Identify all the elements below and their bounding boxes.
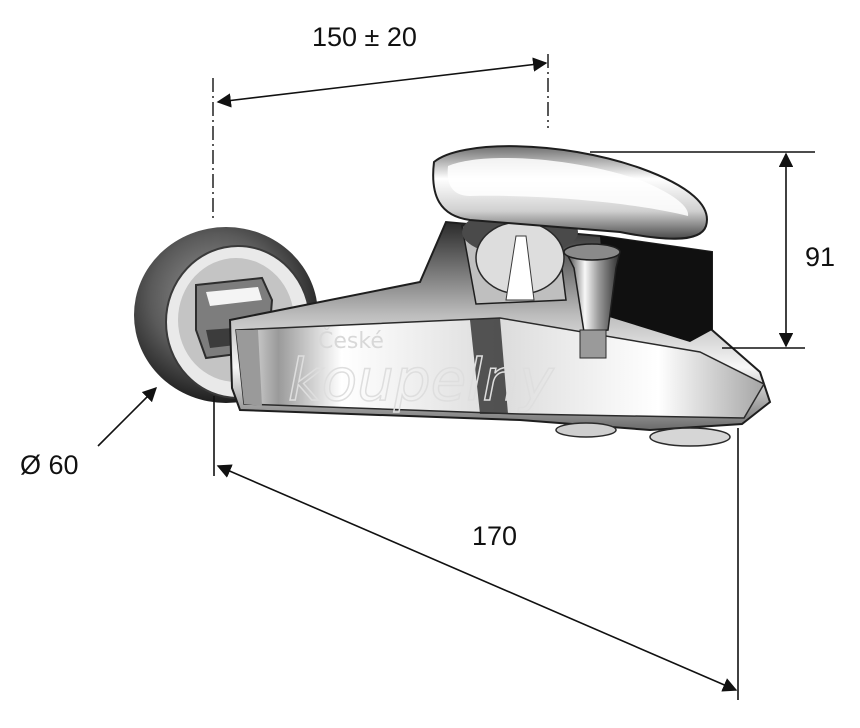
spout-outlet [649, 427, 731, 447]
diameter-leader [97, 386, 158, 447]
shower-outlet [555, 422, 617, 438]
mixer-block-side [600, 236, 712, 342]
watermark-small: České [318, 328, 384, 354]
watermark-large: koupelny [288, 346, 554, 414]
dimension-diameter-label: Ø 60 [20, 450, 79, 480]
faucet-illustration [134, 145, 772, 447]
projection-arrow [216, 464, 738, 692]
spacing-arrow [216, 57, 548, 108]
dimension-lines [97, 54, 815, 700]
dimension-height-label: 91 [805, 242, 835, 272]
dimension-projection-label: 170 [472, 521, 517, 551]
dimension-spacing-label: 150 ± 20 [312, 22, 417, 52]
